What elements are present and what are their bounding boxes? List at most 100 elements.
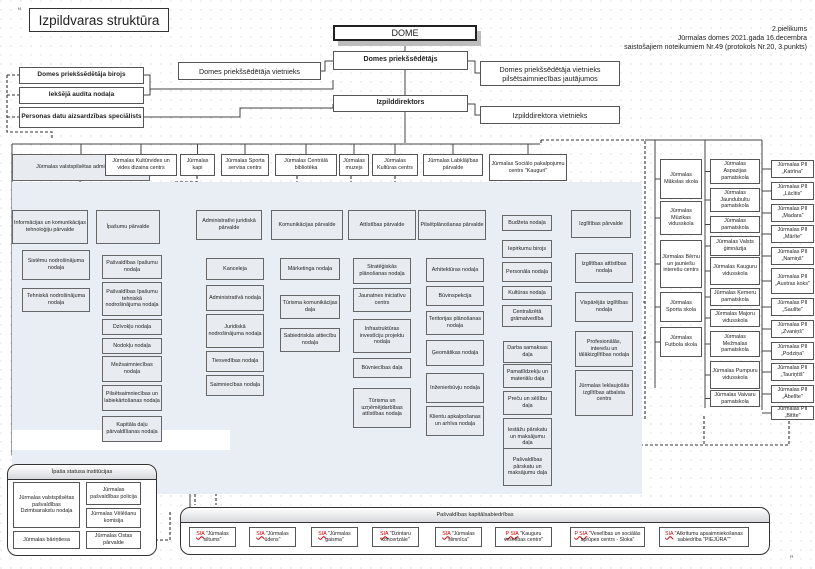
unit-node[interactable]: Administratīvā nodaļa bbox=[206, 285, 264, 311]
node-exec-director[interactable]: Izpilddirektors bbox=[333, 95, 468, 112]
preschool-node[interactable]: Jūrmalas PII „Saulīte” bbox=[771, 298, 814, 316]
subunit-node[interactable]: Pamatlīdzekļu un materiālu daļa bbox=[503, 364, 552, 388]
institution-node[interactable]: Jūrmalas Kultūras centrs bbox=[372, 154, 418, 176]
unit-node[interactable]: Inženierbūvju nodaļa bbox=[426, 373, 484, 403]
special-item[interactable]: Jūrmalas valstspilsētas pašvaldības Dzim… bbox=[13, 482, 80, 528]
department-node[interactable]: Izglītības pārvalde bbox=[571, 210, 631, 238]
unit-node[interactable]: Būvniecības daļa bbox=[353, 358, 411, 378]
department-node[interactable]: Informācijas un komunikācijas tehnoloģij… bbox=[12, 210, 88, 244]
special-item[interactable]: Jūrmalas pašvaldības policija bbox=[86, 482, 141, 505]
school-node[interactable]: Jūrmalas Mākslas skola bbox=[660, 159, 702, 199]
node-chair-office[interactable]: Domes priekšsēdētāja birojs bbox=[19, 67, 144, 84]
company-node[interactable]: SIA "Dzintaru koncertzāle" bbox=[372, 527, 419, 547]
school-node[interactable]: Jūrmalas Valsts ģimnāzija bbox=[710, 236, 760, 256]
unit-node[interactable]: Klientu apkalpošanas un arhīva nodaļa bbox=[426, 406, 484, 436]
preschool-node[interactable]: Jūrmalas PII „Namiņš” bbox=[771, 247, 814, 265]
unit-node[interactable]: Nodokļu nodaļa bbox=[102, 338, 162, 354]
unit-node[interactable]: Teritorijas plānošanas nodaļa bbox=[426, 311, 484, 335]
unit-node[interactable]: Jūrmalas Ieklaujošās izglītības atbalsta… bbox=[575, 370, 633, 416]
preschool-node[interactable]: Jūrmalas PII „Lācītis” bbox=[771, 182, 814, 200]
school-node[interactable]: Jūrmalas Bērnu un jauniešu interešu cent… bbox=[660, 240, 702, 288]
department-node[interactable]: Komunikācijas pārvalde bbox=[271, 210, 343, 240]
school-node[interactable]: Jūrmalas Aspazijas pamatskola bbox=[710, 159, 760, 184]
unit-node[interactable]: Pašvaldības īpašumu nodaļa bbox=[102, 255, 162, 279]
unit-node[interactable]: Kanceleja bbox=[206, 258, 264, 280]
preschool-node[interactable]: Jūrmalas PII „Madara” bbox=[771, 204, 814, 222]
unit-node[interactable]: Tūrisma un uzņēmējdarbības attīstības no… bbox=[353, 388, 411, 428]
special-item[interactable]: Jūrmalas Vēlēšanu komisija bbox=[86, 508, 141, 528]
preschool-node[interactable]: Jūrmalas PII „Mārīte” bbox=[771, 225, 814, 243]
preschool-node[interactable]: Jūrmalas PII „Ābelīte” bbox=[771, 385, 814, 403]
institution-node[interactable]: Jūrmalas Sporta servisa centrs bbox=[221, 154, 269, 176]
preschool-node[interactable]: Jūrmalas PII „Podziņa” bbox=[771, 342, 814, 360]
preschool-node[interactable]: Jūrmalas PII „Zvaniņš” bbox=[771, 320, 814, 338]
school-node[interactable]: Jūrmalas pamatskola bbox=[710, 216, 760, 233]
unit-node[interactable]: Pašvaldības īpašumu tehniskā nodrošināju… bbox=[102, 282, 162, 316]
company-node[interactable]: SIA "Jūrmalas siltums" bbox=[189, 527, 236, 547]
node-deputy-left[interactable]: Domes priekšsēdētāja vietnieks bbox=[178, 62, 321, 80]
unit-node[interactable]: Tiesvedības nodaļa bbox=[206, 351, 264, 372]
preschool-node[interactable]: Jūrmalas PII „Tauriņtiš” bbox=[771, 363, 814, 381]
node-dome[interactable]: DOME bbox=[333, 25, 477, 41]
unit-node[interactable]: Jaunatnes iniciatīvu centrs bbox=[353, 288, 411, 312]
unit-node[interactable]: Mārketinga nodaļa bbox=[280, 258, 340, 280]
institution-node[interactable]: Jūrmalas Kultūrvides un vides dizaina ce… bbox=[105, 154, 177, 176]
school-node[interactable]: Jūrmalas Mūzikas vidusskola bbox=[660, 201, 702, 235]
unit-node[interactable]: Dzīvokļu nodaļa bbox=[102, 319, 162, 335]
node-chairman[interactable]: Domes priekšsēdētājs bbox=[333, 51, 468, 70]
unit-node[interactable]: Saimniecības nodaļa bbox=[206, 375, 264, 396]
node-data-protection[interactable]: Personas datu aizsardzības speciālists bbox=[19, 107, 144, 128]
node-exec-deputy[interactable]: Izpilddirektora vietnieks bbox=[480, 106, 620, 124]
unit-node[interactable]: Juridiskā nodrošinājuma nodaļa bbox=[206, 314, 264, 348]
unit-node[interactable]: Būvinspekcija bbox=[426, 286, 484, 306]
unit-node[interactable]: Tehniskā nodrošinājuma nodaļa bbox=[22, 288, 90, 312]
institution-node[interactable]: Jūrmalas Centrālā bibliotēka bbox=[275, 154, 337, 176]
unit-node[interactable]: Sabiedriskās attiecību nodaļa bbox=[280, 328, 340, 352]
department-node[interactable]: Attīstības pārvalde bbox=[348, 210, 416, 240]
unit-node[interactable]: Stratēģiskās plānošanas nodaļa bbox=[353, 258, 411, 284]
node-deputy-right[interactable]: Domes priekšsēdētāja vietnieks pilsētsai… bbox=[480, 61, 620, 86]
school-node[interactable]: Jūrmalas Majoru vidusskola bbox=[710, 309, 760, 327]
unit-node[interactable]: Personāla nodaļa bbox=[502, 262, 552, 282]
unit-node[interactable]: Kapitāla daļu pārvaldīšanas nodaļa bbox=[102, 416, 162, 442]
company-node[interactable]: SIA "Jūrmalas gaisma" bbox=[311, 527, 358, 547]
unit-node[interactable]: Vispārējās izglītības nodaļa bbox=[575, 292, 633, 322]
department-node[interactable]: Administratīvi juridiskā pārvalde bbox=[196, 210, 262, 240]
subunit-node[interactable]: Darba samaksas daļa bbox=[503, 341, 552, 363]
unit-node[interactable]: Kultūras nodaļa bbox=[502, 286, 552, 300]
unit-node[interactable]: Izglītības attīstības nodaļa bbox=[575, 253, 633, 283]
unit-node[interactable]: Mežsaimniecības nodaļa bbox=[102, 356, 162, 382]
department-node[interactable]: Īpašumu pārvalde bbox=[96, 210, 160, 244]
school-node[interactable]: Jūrmalas Kauguru vidusskola bbox=[710, 257, 760, 285]
preschool-node[interactable]: Jūrmalas PII „Bitīte” bbox=[771, 406, 814, 420]
institution-node[interactable]: Jūrmalas kapi bbox=[180, 154, 215, 176]
school-node[interactable]: Jūrmalas Vaivaru pamatskola bbox=[710, 390, 760, 407]
node-internal-audit[interactable]: Iekšējā audita nodaļa bbox=[19, 87, 144, 104]
subunit-node[interactable]: Pašvaldības pārskatu un maksājumu daļa bbox=[503, 448, 552, 486]
unit-node[interactable]: Infrastruktūras investīciju projektu nod… bbox=[353, 319, 411, 353]
unit-node[interactable]: Arhitektūras nodaļa bbox=[426, 258, 484, 282]
company-node[interactable]: P SIA "Veselības un sociālās aprūpes cen… bbox=[570, 527, 645, 547]
unit-node[interactable]: Tūrisma komunikācijas daļa bbox=[280, 295, 340, 319]
unit-node[interactable]: Sistēmu nodrošinājuma nodaļa bbox=[22, 250, 90, 280]
special-item[interactable]: Jūrmalas Ostas pārvalde bbox=[86, 531, 141, 549]
institution-node[interactable]: Jūrmalas Sociālo pakalpojumu centrs "Kau… bbox=[489, 154, 567, 181]
company-node[interactable]: P SIA "Kauguru veselības centrs" bbox=[495, 527, 552, 547]
school-node[interactable]: Jūrmalas Ķemeru pamatskola bbox=[710, 288, 760, 306]
company-node[interactable]: SIA "Jūrmalas slimnīca" bbox=[435, 527, 482, 547]
company-node[interactable]: SIA "Jūrmalas ūdens" bbox=[249, 527, 296, 547]
company-node[interactable]: SIA "Atkritumu apsaimniekošanas sabiedrī… bbox=[659, 527, 749, 547]
school-node[interactable]: Jūrmalas Mežmalas pamatskola bbox=[710, 331, 760, 357]
unit-node[interactable]: Pilsētsaimniecības un labiekārtošanas no… bbox=[102, 385, 162, 411]
institution-node[interactable]: Jūrmalas Labklājības pārvalde bbox=[423, 154, 483, 176]
school-node[interactable]: Jūrmalas Futbola skola bbox=[660, 327, 702, 357]
subunit-node[interactable]: Preču un sēšību daļa bbox=[503, 391, 552, 415]
school-node[interactable]: Jūrmalas Jaundubultu pamatskola bbox=[710, 188, 760, 212]
unit-node[interactable]: Profesionālās, interešu un tālākizglītīb… bbox=[575, 331, 633, 367]
unit-node[interactable]: Centralizētā grāmatvedība bbox=[502, 305, 552, 327]
school-node[interactable]: Jūrmalas Sporta skola bbox=[660, 292, 702, 322]
unit-node[interactable]: Iepirkumu birojs bbox=[502, 240, 552, 258]
preschool-node[interactable]: Jūrmalas PII „Katrīna” bbox=[771, 160, 814, 178]
institution-node[interactable]: Jūrmalas muzejs bbox=[339, 154, 369, 176]
school-node[interactable]: Jūrmalas Pumpuru vidusskola bbox=[710, 361, 760, 389]
